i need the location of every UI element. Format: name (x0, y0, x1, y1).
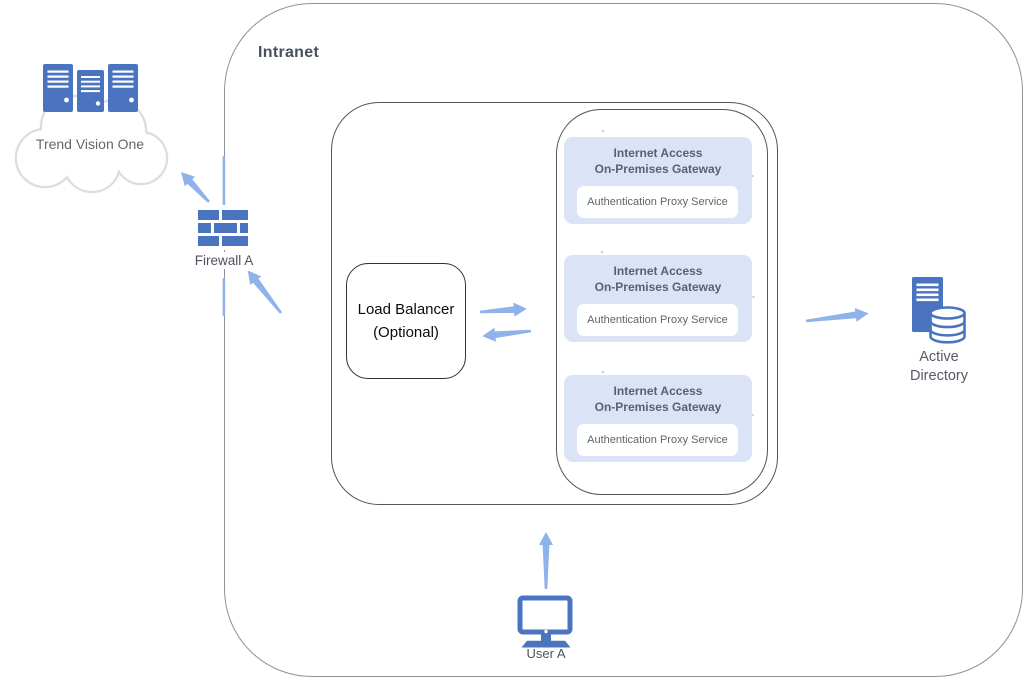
gateway-1-title-line2: On-Premises Gateway (594, 162, 722, 176)
gateway-3-title-line2: On-Premises Gateway (594, 400, 722, 414)
load-balancer-label-line1: Load Balancer (357, 301, 455, 318)
gateway-1-title-line1: Internet Access (613, 146, 703, 160)
intranet-label: Intranet (258, 44, 320, 61)
gateway-2-title-line2: On-Premises Gateway (594, 280, 722, 294)
trend-vision-one-label: Trend Vision One (35, 136, 145, 152)
firewall-label: Firewall A (182, 252, 266, 269)
gateway-2-title: Internet Access On-Premises Gateway (564, 263, 752, 295)
active-directory-label-line1: Active (919, 349, 959, 365)
auth-proxy-service-box-2: Authentication Proxy Service (577, 304, 738, 336)
gateway-box-2: Internet Access On-Premises Gateway Auth… (564, 255, 752, 342)
load-balancer-label-line2: (Optional) (373, 324, 439, 341)
user-label: User A (526, 646, 566, 661)
active-directory-label-line2: Directory (909, 368, 968, 384)
gateway-3-title-line1: Internet Access (613, 384, 703, 398)
active-directory-label: Active Directory (897, 348, 981, 386)
server-rack-icon (43, 64, 138, 112)
gateway-group-region (556, 109, 768, 495)
auth-proxy-service-box-3: Authentication Proxy Service (577, 424, 738, 456)
load-balancer-box: Load Balancer (Optional) (346, 263, 466, 379)
arrow-firewall-to-cloud (181, 172, 210, 203)
auth-proxy-service-box-1: Authentication Proxy Service (577, 186, 738, 218)
gateway-box-3: Internet Access On-Premises Gateway Auth… (564, 375, 752, 462)
gateway-box-1: Internet Access On-Premises Gateway Auth… (564, 137, 752, 224)
gateway-3-title: Internet Access On-Premises Gateway (564, 383, 752, 415)
gateway-cluster-region (331, 102, 778, 505)
gateway-2-title-line1: Internet Access (613, 264, 703, 278)
gateway-1-title: Internet Access On-Premises Gateway (564, 145, 752, 177)
